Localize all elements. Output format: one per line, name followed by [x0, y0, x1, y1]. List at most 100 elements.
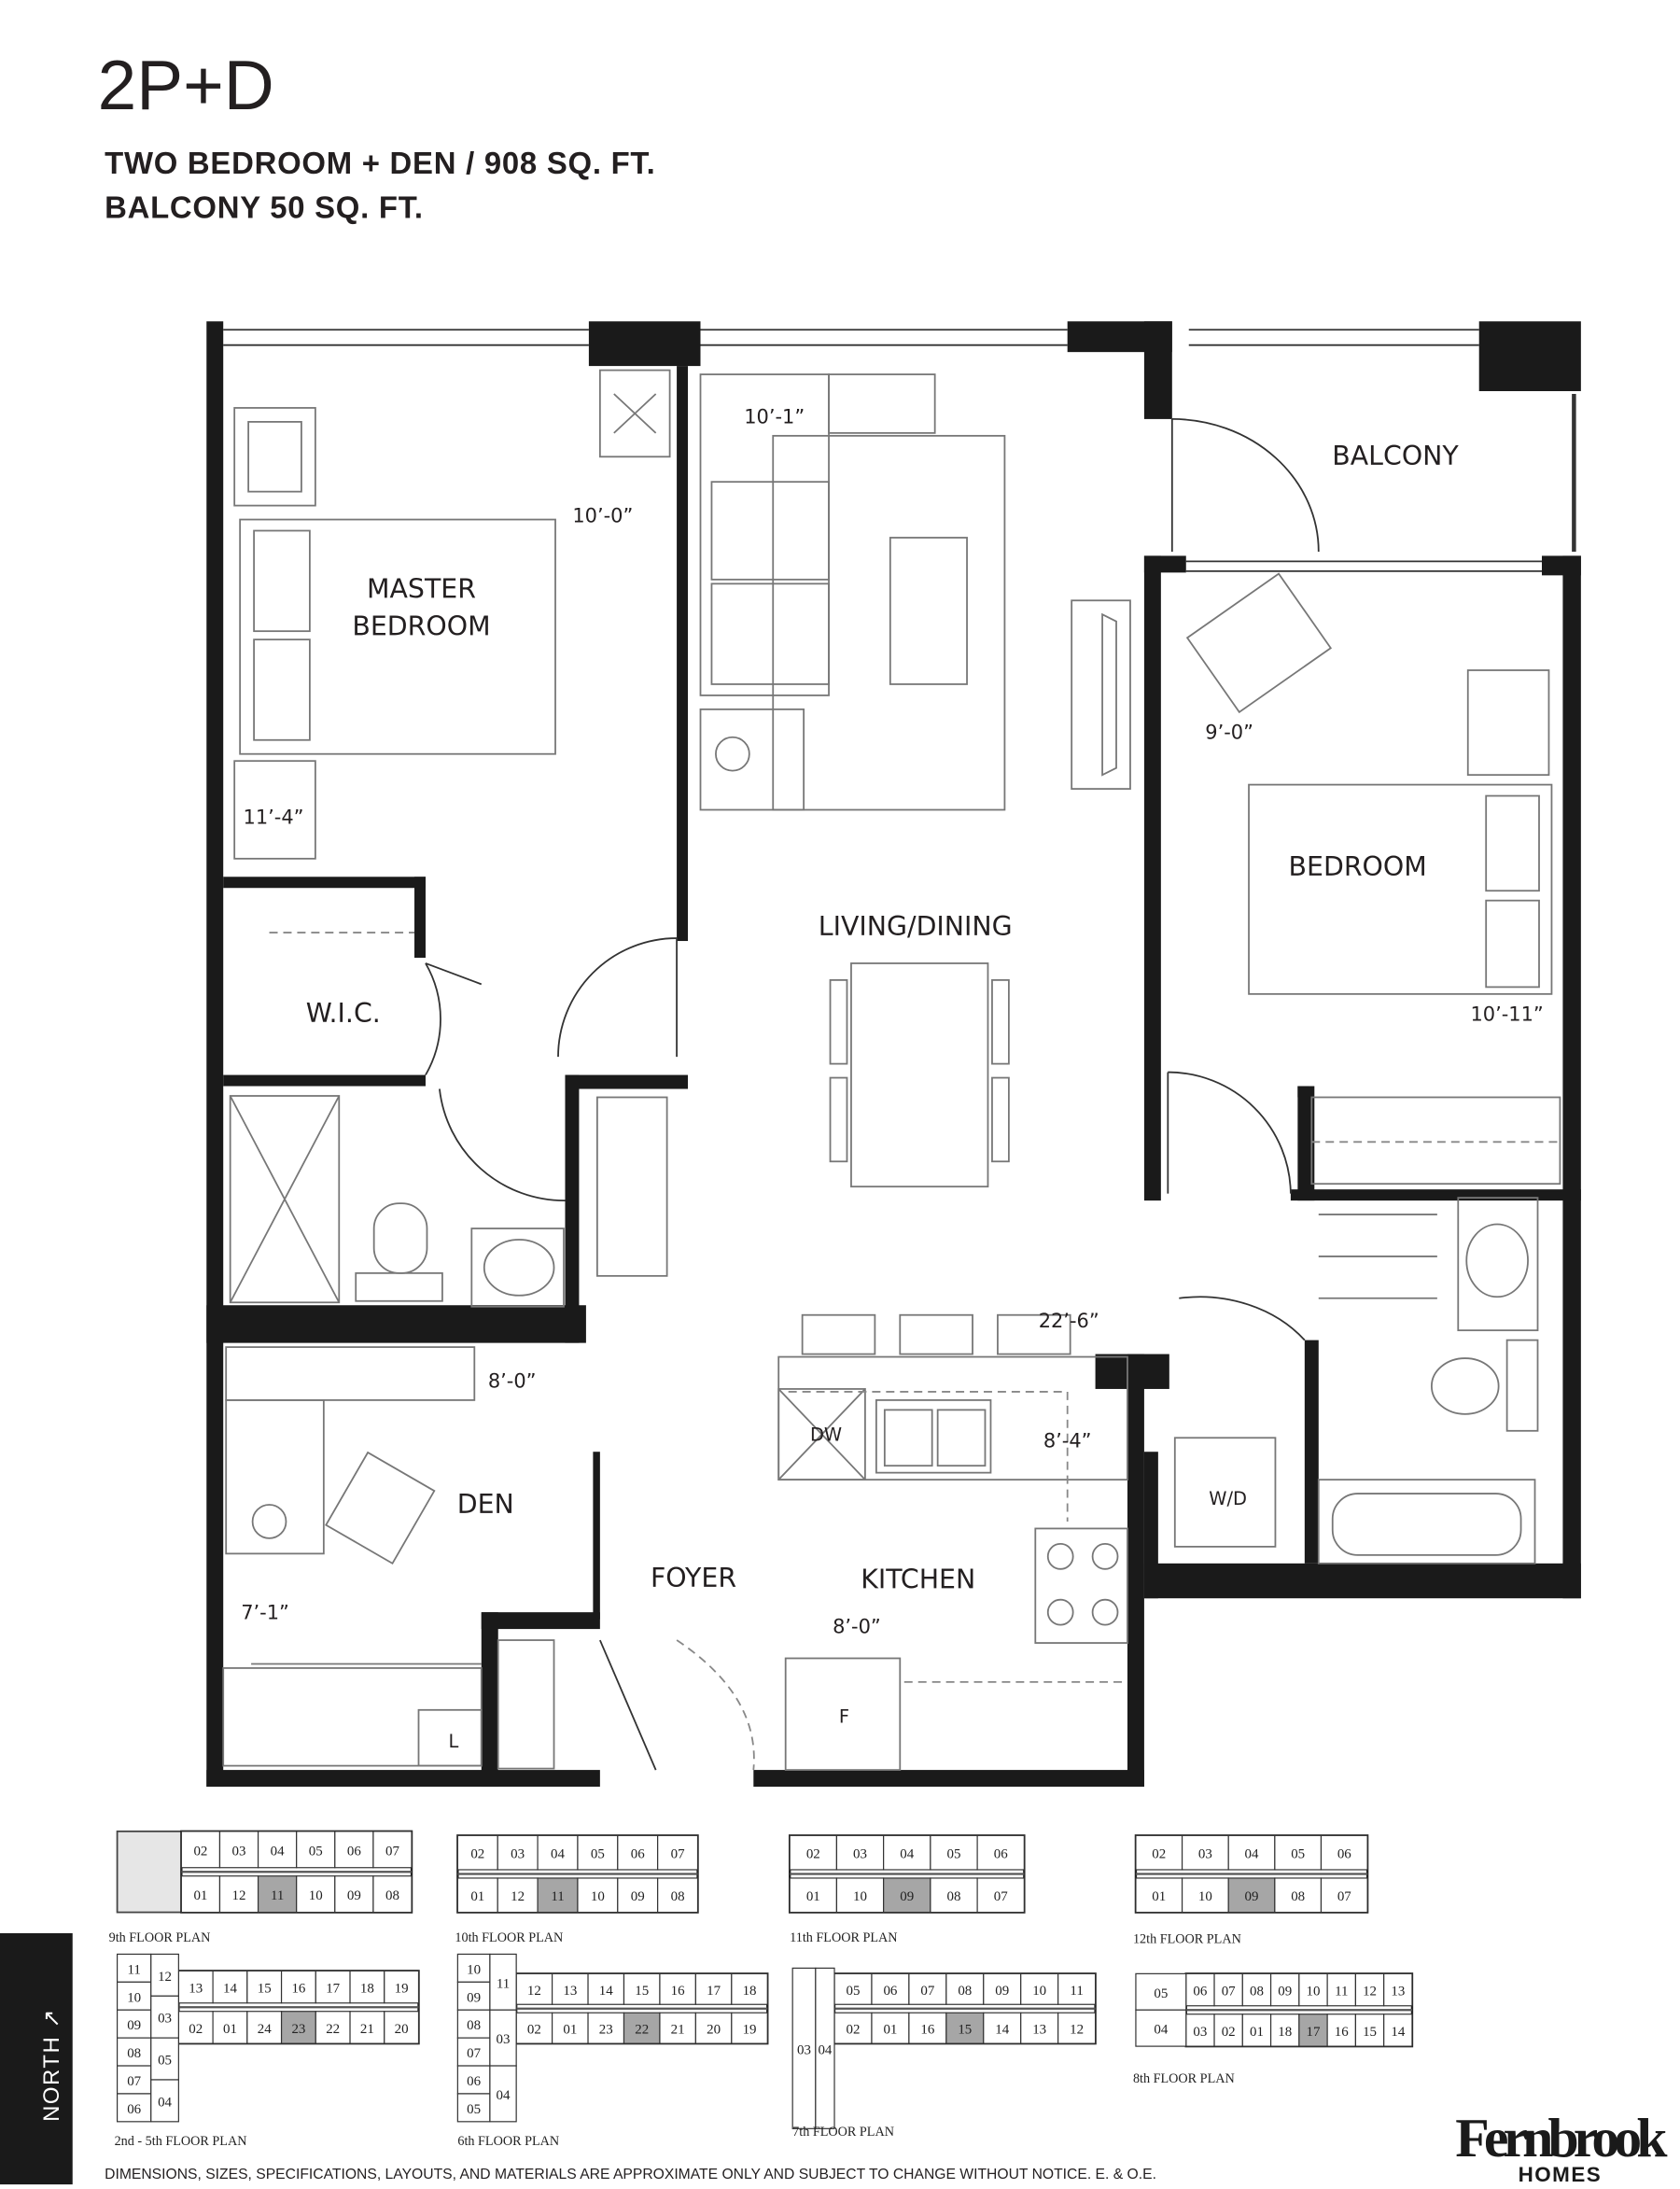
dim-den-width: 8’-0”: [488, 1369, 537, 1392]
logo-sub: HOMES: [1519, 2163, 1603, 2186]
unit-number: 04: [1154, 2023, 1168, 2038]
unit-cell: [789, 1877, 838, 1914]
unit-cell: [489, 2009, 517, 2067]
unit-cell: [384, 2011, 420, 2044]
highlighted-unit: [280, 2011, 316, 2044]
unit-number: 02: [470, 1847, 484, 1862]
unit-number: 03: [1193, 2025, 1207, 2040]
key-plan-label: 8th FLOOR PLAN: [1133, 2071, 1235, 2086]
unit-cell: [976, 1834, 1025, 1871]
unit-number: 08: [1250, 1985, 1264, 2000]
unit-number: 16: [920, 2023, 934, 2038]
unit-description: TWO BEDROOM + DEN / 908 SQ. FT.: [105, 146, 655, 180]
room-label-wic: W.I.C.: [306, 998, 381, 1029]
highlighted-unit: [1298, 2014, 1328, 2047]
unit-cell: [246, 1970, 283, 2004]
unit-number: 22: [635, 2023, 649, 2038]
unit-number: 04: [900, 1847, 914, 1862]
unit-number: 07: [467, 2046, 481, 2061]
unit-number: 08: [958, 1984, 972, 1999]
dim-bedroom-length: 10’-11”: [1470, 1003, 1543, 1025]
unit-cell: [1135, 2009, 1187, 2047]
unit-number: 10: [853, 1889, 867, 1904]
unit-cell: [296, 1831, 336, 1869]
unit-cell: [1326, 2014, 1357, 2047]
unit-cell: [456, 1953, 491, 1983]
key-plan-label: 6th FLOOR PLAN: [457, 2134, 559, 2149]
unit-cell: [116, 1981, 152, 2011]
unit-cell: [1269, 1972, 1300, 2007]
unit-number: 10: [1307, 1985, 1321, 2000]
unit-number: 21: [671, 2023, 685, 2038]
unit-cell: [280, 1970, 316, 2004]
unit-number: 03: [232, 1844, 246, 1859]
unit-number: 01: [883, 2023, 897, 2038]
unit-number: 11: [1335, 1985, 1348, 2000]
unit-cell: [789, 1834, 838, 1871]
unit-number: 09: [467, 1990, 481, 2005]
unit-cell: [731, 2012, 768, 2044]
unit-cell: [976, 1877, 1025, 1914]
unit-cell: [1135, 1972, 1187, 2011]
north-indicator: NORTH ↗: [0, 1933, 73, 2185]
unit-number: 19: [395, 1982, 409, 1997]
unit-cell: [577, 1834, 619, 1871]
unit-number: 17: [1307, 2025, 1321, 2040]
unit-cell: [177, 1970, 214, 2004]
unit-number: 07: [385, 1844, 399, 1859]
unit-number: 02: [1222, 2025, 1236, 2040]
unit-number: 05: [1154, 1986, 1168, 2001]
unit-cell: [150, 1953, 179, 1997]
room-label-bedroom: BEDROOM: [1289, 851, 1427, 882]
unit-number: 15: [1363, 2025, 1377, 2040]
unit-number: 06: [467, 2074, 481, 2089]
unit-number: 05: [1291, 1847, 1305, 1862]
unit-cell: [456, 2037, 491, 2067]
unit-cell: [617, 1877, 659, 1914]
unit-number: 09: [127, 2018, 141, 2033]
unit-cell: [659, 1972, 696, 2005]
room-label-master: MASTER: [367, 573, 476, 604]
unit-number: 08: [1291, 1889, 1305, 1904]
unit-number: 21: [360, 2022, 374, 2037]
dim-master-width: 10’-0”: [572, 505, 633, 527]
logo-name: Fernbrook: [1455, 2107, 1668, 2168]
unit-number: 03: [1198, 1847, 1212, 1862]
unit-number: 05: [591, 1847, 605, 1862]
unit-cell: [1274, 1834, 1323, 1871]
unit-number: 09: [1278, 1985, 1292, 2000]
unit-cell: [515, 1972, 553, 2005]
unit-cell: [617, 1834, 659, 1871]
unit-cell: [1213, 2014, 1243, 2047]
highlighted-unit: [1227, 1877, 1276, 1914]
unit-cell: [657, 1834, 699, 1871]
unit-cell: [497, 1877, 539, 1914]
dim-bedroom-width: 9’-0”: [1205, 721, 1253, 743]
dashed-lines: [269, 932, 1561, 1683]
unit-number: 06: [347, 1844, 361, 1859]
room-label-den: DEN: [457, 1489, 514, 1520]
highlighted-unit: [537, 1877, 579, 1914]
unit-number: 23: [599, 2023, 613, 2038]
unit-number: 12: [1070, 2023, 1084, 2038]
unit-cell: [537, 1834, 579, 1871]
unit-cell: [218, 1875, 259, 1914]
unit-number: 04: [1245, 1847, 1259, 1862]
unit-number: 01: [193, 1888, 207, 1903]
unit-number: 23: [291, 2022, 305, 2037]
room-label-kitchen: KITCHEN: [861, 1565, 975, 1595]
unit-number: 06: [1193, 1985, 1207, 2000]
unit-number: 11: [497, 1976, 510, 1991]
unit-number: 11: [1070, 1984, 1083, 1999]
unit-cell: [883, 1834, 931, 1871]
unit-cell: [1181, 1877, 1229, 1914]
unit-cell: [1354, 2014, 1385, 2047]
label-fridge: F: [839, 1705, 849, 1727]
unit-number: 09: [1245, 1889, 1259, 1904]
room-label-master-2: BEDROOM: [352, 611, 490, 642]
unit-cell: [116, 1953, 152, 1983]
unit-number: 08: [467, 2018, 481, 2033]
unit-number: 06: [631, 1847, 645, 1862]
